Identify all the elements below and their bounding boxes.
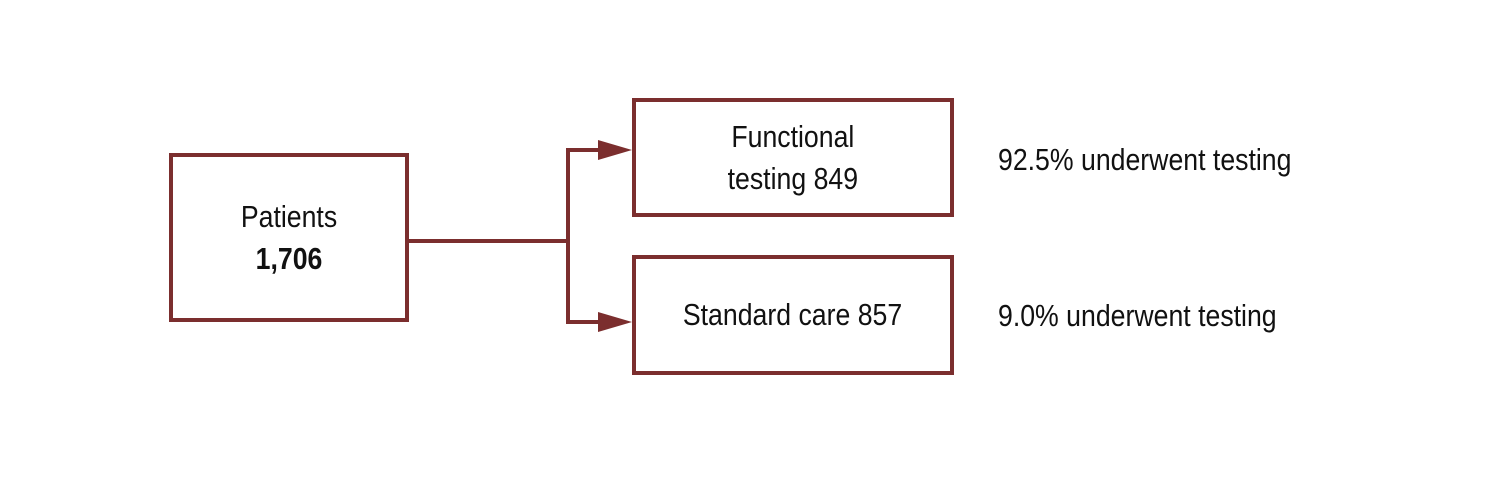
standard-care-label: Standard care 857	[683, 297, 903, 332]
arrowhead-standard	[598, 312, 632, 332]
functional-testing-box: Functional testing 849	[632, 98, 954, 217]
functional-testing-box-content: Functional testing 849	[728, 116, 858, 200]
patients-count: 1,706	[255, 240, 323, 276]
functional-testing-label-line2: testing 849	[727, 160, 859, 196]
patients-box-content: Patients 1,706	[241, 196, 337, 280]
arrowhead-functional	[598, 140, 632, 160]
patients-label: Patients	[240, 198, 338, 234]
standard-care-box: Standard care 857	[632, 255, 954, 375]
patients-box: Patients 1,706	[169, 153, 409, 322]
standard-care-note: 9.0% underwent testing	[998, 298, 1277, 333]
functional-testing-label-line1: Functional	[731, 118, 855, 154]
functional-testing-note: 92.5% underwent testing	[998, 142, 1292, 177]
standard-care-box-content: Standard care 857	[683, 294, 902, 336]
